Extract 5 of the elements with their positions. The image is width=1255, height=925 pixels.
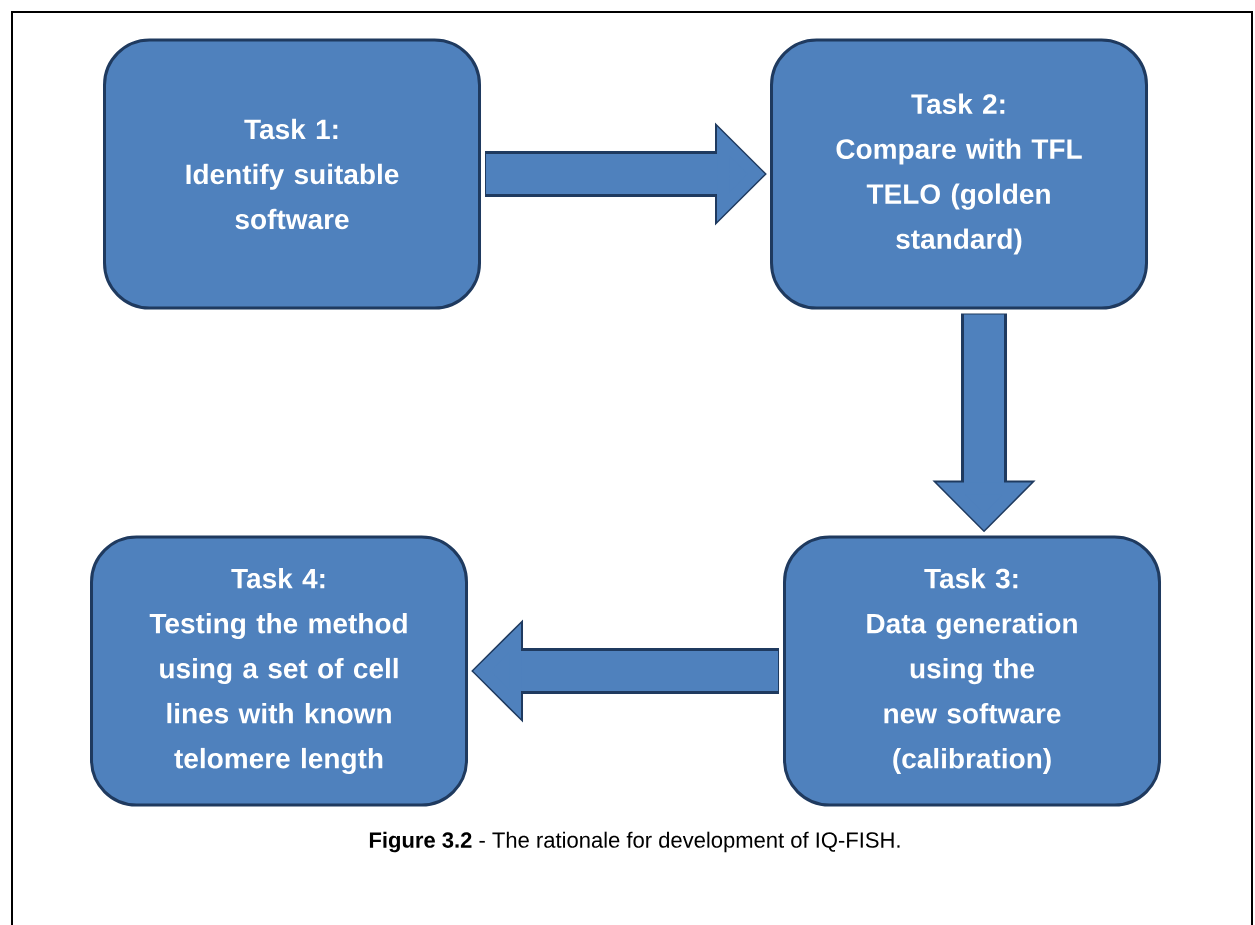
task-box: Task 3: Data generation using the new software (calibration)	[783, 535, 1161, 807]
figure-caption: Figure 3.2 - The rationale for development of IQ-FISH.	[369, 831, 900, 853]
task-box: Task 2: Compare with TFL TELO (golden standard)	[770, 38, 1148, 310]
task-box: Task 4: Testing the method using a set of cell lines with known telomere length	[90, 535, 468, 807]
task-box: Task 1: Identify suitable software	[103, 38, 481, 310]
